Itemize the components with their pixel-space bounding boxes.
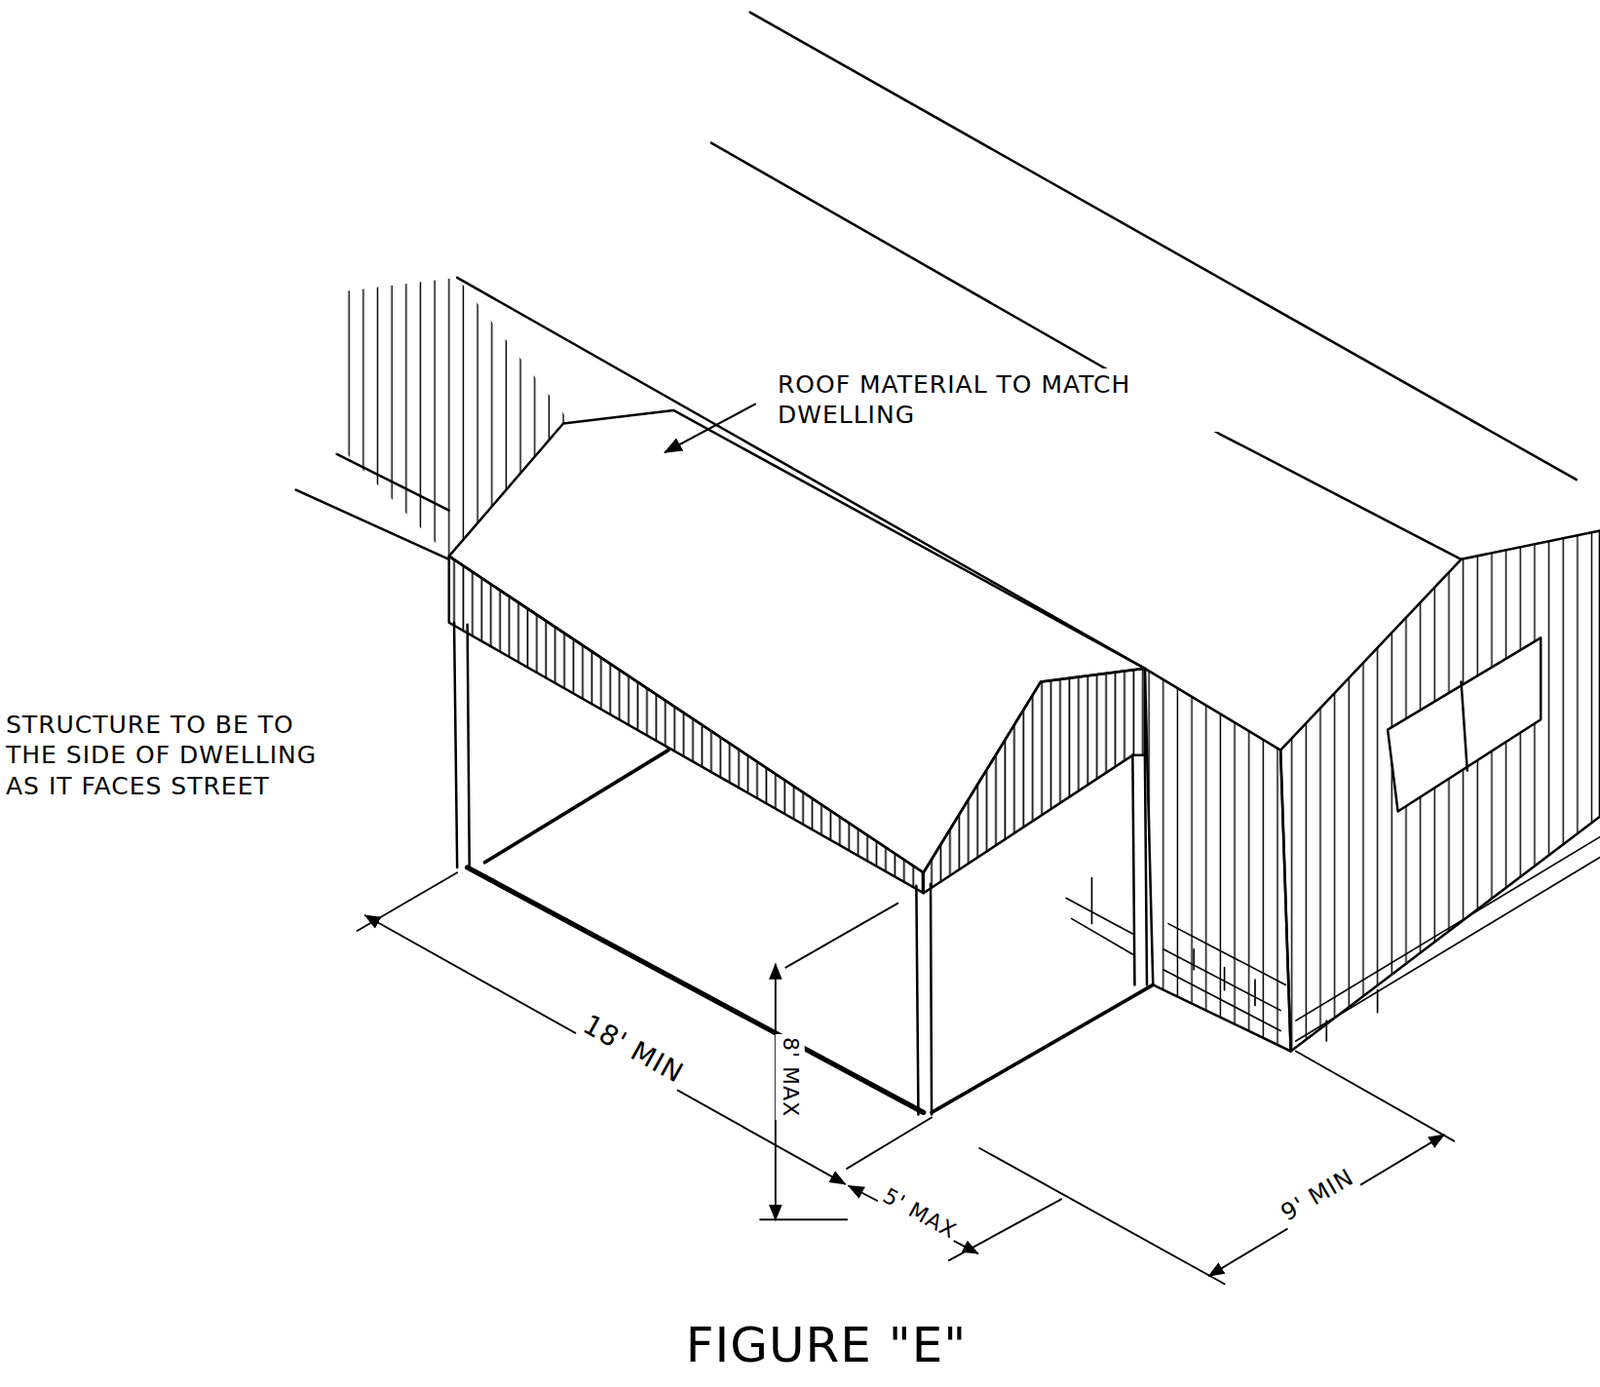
dimension-label: 9' MIN: [1272, 1159, 1363, 1229]
dimension-label: 18' MIN: [573, 1004, 693, 1093]
note-text: ROOF MATERIAL TO MATCH DWELLING: [774, 368, 1229, 432]
dimension-label: 8' MAX: [775, 1033, 805, 1120]
dimension-label: 5' MAX: [875, 1180, 964, 1248]
note-text: STRUCTURE TO BE TO THE SIDE OF DWELLING …: [5, 709, 328, 801]
figure-caption: FIGURE "E": [685, 1314, 968, 1376]
